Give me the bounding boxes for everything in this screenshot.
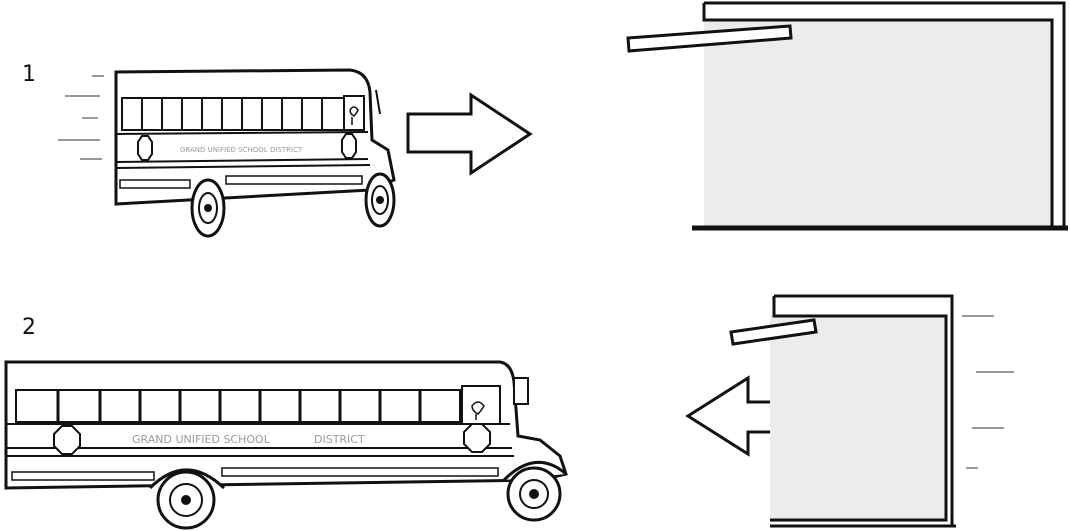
panel-2-number: 2 (22, 315, 36, 340)
bus-lettering-large: GRAND UNIFIED SCHOOL (132, 433, 271, 446)
motion-lines (962, 315, 1014, 469)
panel-1-number: 1 (22, 62, 36, 87)
bus-lettering-2: DISTRICT (270, 146, 303, 154)
garage-1 (626, 1, 1068, 231)
bus-lettering-large-2: DISTRICT (314, 433, 365, 446)
wheel-rear-large (156, 470, 216, 530)
speed-lines (58, 75, 104, 160)
garage-2 (729, 294, 1014, 528)
bus-small: GRAND UNIFIED SCHOOL DISTRICT (58, 68, 396, 238)
arrow-right-icon (406, 92, 533, 176)
wheel-front-large (506, 466, 562, 522)
wheel-rear (190, 178, 226, 238)
wheel-front (364, 172, 396, 228)
bus-large: GRAND UNIFIED SCHOOL DISTRICT (4, 360, 568, 530)
bus-lettering: GRAND UNIFIED SCHOOL (180, 146, 268, 154)
